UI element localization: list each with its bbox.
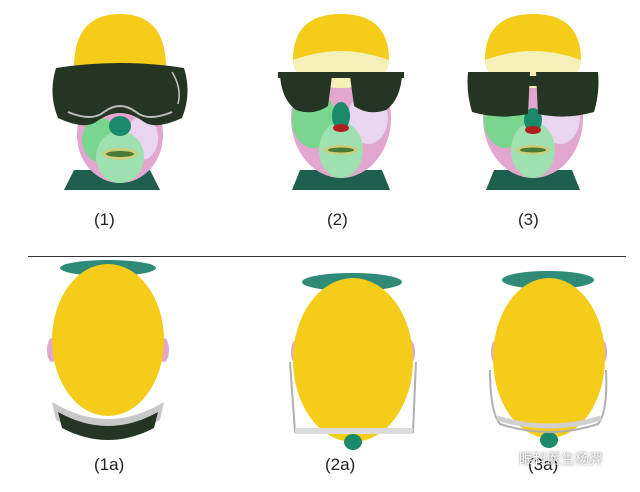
head-top-2a (289, 273, 417, 450)
wechat-icon (497, 452, 515, 466)
sunglasses-2 (278, 72, 404, 113)
divider-line (28, 256, 626, 257)
label-1a: (1a) (94, 455, 125, 474)
wrap-glasses-3 (467, 72, 599, 117)
label-2a: (2a) (325, 455, 356, 474)
head-top-3a (489, 271, 608, 448)
label-2: (2) (327, 210, 348, 229)
head-top-1a (47, 260, 169, 440)
watermark: 眼科医生杨羿 (497, 449, 603, 469)
label-3: (3) (518, 210, 539, 229)
label-1: (1) (94, 210, 115, 229)
label-3a: (3a) (528, 455, 559, 474)
watermark-text: 眼科医生杨羿 (519, 452, 603, 468)
vr-goggles (52, 63, 188, 126)
